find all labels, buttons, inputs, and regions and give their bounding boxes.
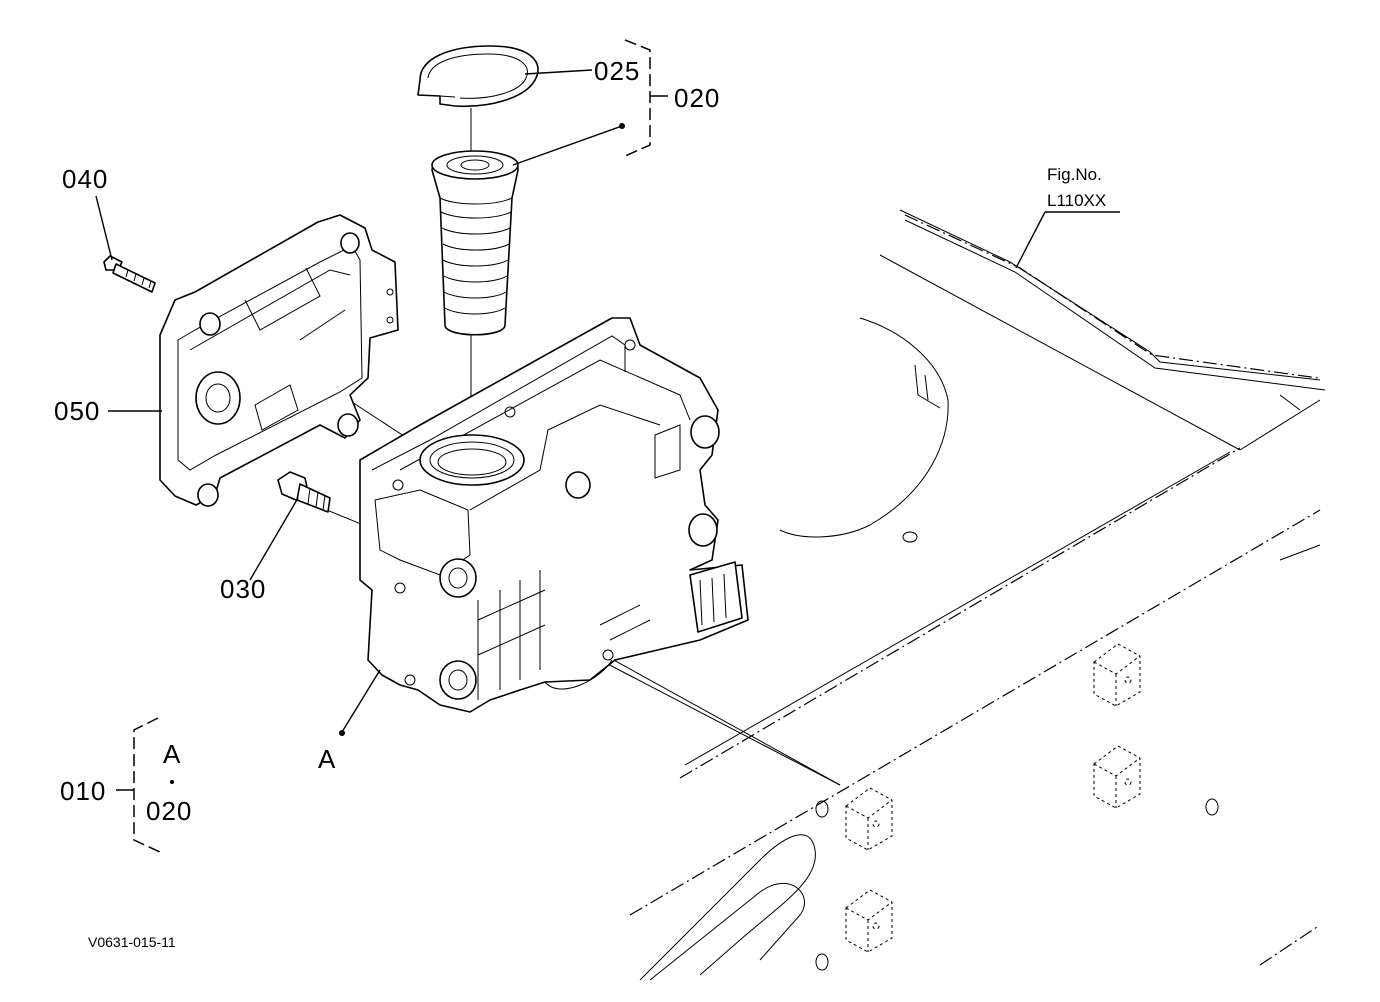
- label-025: 025: [594, 56, 640, 86]
- label-kit-start: A: [163, 739, 181, 769]
- mounting-blocks: [845, 643, 1141, 953]
- label-050: 050: [54, 396, 100, 426]
- fig-code: L110XX: [1047, 191, 1106, 210]
- label-010: 010: [60, 776, 106, 806]
- ref-dot: [619, 123, 625, 129]
- label-kit-end: 020: [146, 796, 192, 826]
- fig-label: Fig.No.: [1047, 165, 1102, 184]
- cap-seal-part: [417, 45, 539, 108]
- label-a: A: [318, 744, 336, 774]
- bracket-010: [133, 717, 161, 853]
- label-030: 030: [220, 574, 266, 604]
- label-040: 040: [62, 164, 108, 194]
- machine-frame: [629, 209, 1326, 981]
- ref-dot-a: [339, 730, 345, 736]
- leader-lines: [95, 69, 1120, 784]
- strainer-part: [431, 150, 519, 336]
- drawing-code: V0631-015-11: [88, 934, 176, 950]
- bracket-020: [624, 39, 651, 157]
- tank-body-part: [359, 317, 749, 713]
- fitting-part: [277, 471, 331, 513]
- label-020: 020: [674, 83, 720, 113]
- kit-sep-dot: [170, 780, 174, 784]
- screw-part: [103, 255, 156, 293]
- cover-plate-part: [159, 214, 399, 507]
